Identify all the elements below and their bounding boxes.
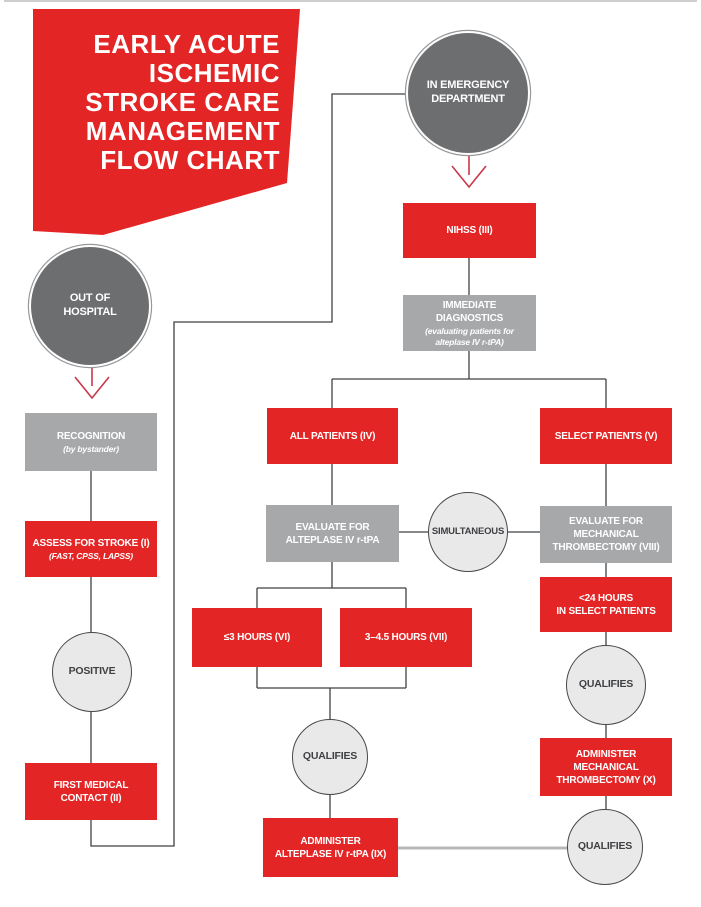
page-top-border [4, 0, 697, 2]
arrow-outofhospital-recognition [74, 366, 110, 400]
node-all-patients: ALL PATIENTS (IV) [267, 408, 398, 464]
node-immediate-diagnostics: IMMEDIATE DIAGNOSTICS (evaluating patien… [403, 295, 536, 351]
connector-evaluate-hours-split [256, 562, 407, 608]
connector-hours-merge [256, 667, 407, 719]
node-qualifies-bottom: QUALIFIES [567, 809, 643, 885]
node-nihss: NIHSS (III) [403, 203, 536, 258]
node-qualifies-right: QUALIFIES [566, 645, 646, 725]
connector-firstmedical-emergency [90, 93, 407, 847]
node-positive: POSITIVE [52, 632, 132, 712]
node-evaluate-mechanical-thrombectomy: EVALUATE FOR MECHANICAL THROMBECTOMY (VI… [540, 506, 672, 563]
node-under-24-hours: <24 HOURS IN SELECT PATIENTS [540, 577, 672, 632]
node-assess-for-stroke: ASSESS FOR STROKE (I) (FAST, CPSS, LAPSS… [25, 521, 157, 577]
node-recognition: RECOGNITION (by bystander) [25, 413, 157, 471]
node-simultaneous: SIMULTANEOUS [428, 492, 508, 572]
node-administer-mechanical-thrombectomy: ADMINISTER MECHANICAL THROMBECTOMY (X) [540, 738, 672, 796]
node-qualifies-left: QUALIFIES [292, 719, 368, 795]
page-title: EARLY ACUTE ISCHEMIC STROKE CARE MANAGEM… [85, 29, 280, 175]
connector-diagnostics-split [331, 351, 607, 408]
arrow-emergency-nihss [451, 155, 487, 189]
node-first-medical-contact: FIRST MEDICAL CONTACT (II) [25, 763, 157, 820]
node-3-45-hours: 3–4.5 HOURS (VII) [340, 608, 472, 667]
node-select-patients: SELECT PATIENTS (V) [540, 408, 672, 464]
node-le-3-hours: ≤3 HOURS (VI) [192, 608, 322, 667]
node-evaluate-alteplase: EVALUATE FOR ALTEPLASE IV r-tPA [266, 505, 399, 562]
node-administer-alteplase: ADMINISTER ALTEPLASE IV r-tPA (IX) [263, 818, 398, 877]
